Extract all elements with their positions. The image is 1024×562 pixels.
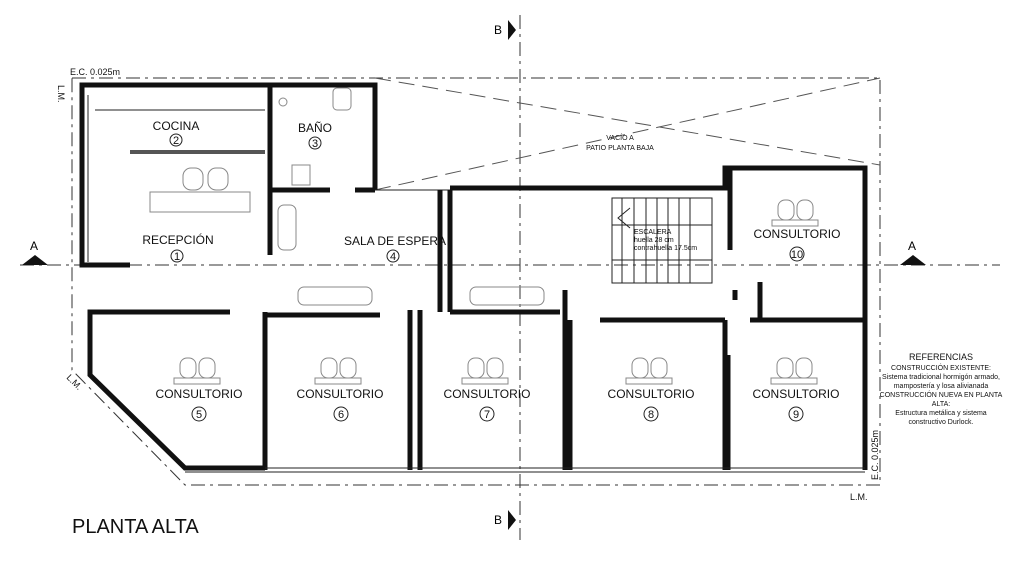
svg-text:contrahuella 17.5cm: contrahuella 17.5cm (634, 245, 697, 252)
svg-text:SALA DE ESPERA: SALA DE ESPERA (344, 234, 446, 248)
void-area: VACÍO A PATIO PLANTA BAJA (374, 77, 881, 191)
svg-text:REFERENCIAS: REFERENCIAS (909, 352, 973, 362)
section-marker-a-right: A (900, 239, 926, 265)
ec-label-right: E.C. 0.025m (870, 430, 880, 480)
svg-text:CONSTRUCCIÓN NUEVA EN PLANTA: CONSTRUCCIÓN NUEVA EN PLANTA (880, 390, 1003, 399)
svg-text:B: B (494, 513, 502, 527)
ec-label-top: E.C. 0.025m (70, 67, 120, 77)
svg-text:B: B (494, 23, 502, 37)
room-consultorio-8: CONSULTORIO 8 (608, 357, 695, 422)
svg-text:Sistema tradicional hormigón a: Sistema tradicional hormigón armado, (882, 374, 1000, 381)
svg-text:4: 4 (390, 251, 396, 263)
svg-text:7: 7 (484, 409, 490, 421)
svg-text:9: 9 (793, 409, 799, 421)
room-bano: BAÑO 3 (298, 121, 332, 150)
plan-title: PLANTA ALTA (72, 516, 199, 538)
svg-text:PATIO PLANTA BAJA: PATIO PLANTA BAJA (586, 145, 654, 152)
svg-text:CONSULTORIO: CONSULTORIO (297, 387, 384, 401)
section-marker-b-top: B (494, 20, 516, 40)
room-consultorio-5: CONSULTORIO 5 (156, 357, 243, 422)
svg-text:COCINA: COCINA (153, 119, 200, 133)
svg-text:CONSTRUCCIÓN EXISTENTE:: CONSTRUCCIÓN EXISTENTE: (891, 363, 991, 372)
svg-text:3: 3 (312, 138, 318, 150)
lm-label-diagonal: L.M. (65, 372, 84, 391)
svg-text:10: 10 (791, 249, 803, 261)
svg-text:CONSULTORIO: CONSULTORIO (753, 387, 840, 401)
room-cocina: COCINA 2 (153, 119, 200, 147)
svg-text:CONSULTORIO: CONSULTORIO (608, 387, 695, 401)
room-consultorio-9: CONSULTORIO 9 (753, 357, 840, 422)
svg-text:CONSULTORIO: CONSULTORIO (444, 387, 531, 401)
svg-text:5: 5 (196, 409, 202, 421)
lm-label-bottom: L.M. (850, 492, 868, 502)
walls (79, 82, 868, 473)
svg-text:6: 6 (338, 409, 344, 421)
svg-text:Estructura metálica y sistema: Estructura metálica y sistema (895, 410, 987, 417)
svg-text:A: A (908, 239, 916, 253)
room-recepcion: RECEPCIÓN 1 (142, 232, 213, 263)
references-legend: REFERENCIAS CONSTRUCCIÓN EXISTENTE: Sist… (880, 352, 1003, 426)
stair: ESCALERA huella 28 cm contrahuella 17.5c… (611, 197, 713, 284)
lm-label-left: L.M. (56, 85, 66, 103)
room-consultorio-10: CONSULTORIO 10 (754, 199, 841, 262)
svg-text:ESCALERA: ESCALERA (634, 229, 672, 236)
svg-text:VACÍO A: VACÍO A (606, 133, 634, 142)
svg-text:CONSULTORIO: CONSULTORIO (754, 227, 841, 241)
svg-text:CONSULTORIO: CONSULTORIO (156, 387, 243, 401)
svg-text:8: 8 (648, 409, 654, 421)
svg-text:1: 1 (174, 251, 180, 263)
room-consultorio-7: CONSULTORIO 7 (444, 357, 531, 422)
furniture (149, 87, 545, 306)
room-consultorio-6: CONSULTORIO 6 (297, 357, 384, 422)
section-marker-b-bottom: B (494, 510, 516, 530)
svg-text:huella 28 cm: huella 28 cm (634, 237, 674, 244)
room-sala-de-espera: SALA DE ESPERA 4 (344, 234, 446, 263)
svg-text:2: 2 (173, 135, 179, 147)
svg-text:constructivo Durlock.: constructivo Durlock. (909, 419, 974, 426)
svg-text:BAÑO: BAÑO (298, 121, 332, 135)
property-line (71, 77, 881, 486)
svg-text:RECEPCIÓN: RECEPCIÓN (142, 232, 213, 247)
svg-text:A: A (30, 239, 38, 253)
svg-text:ALTA:: ALTA: (932, 401, 950, 408)
svg-text:mampostería y losa alivianada: mampostería y losa alivianada (894, 383, 989, 390)
section-marker-a-left: A (22, 239, 48, 265)
